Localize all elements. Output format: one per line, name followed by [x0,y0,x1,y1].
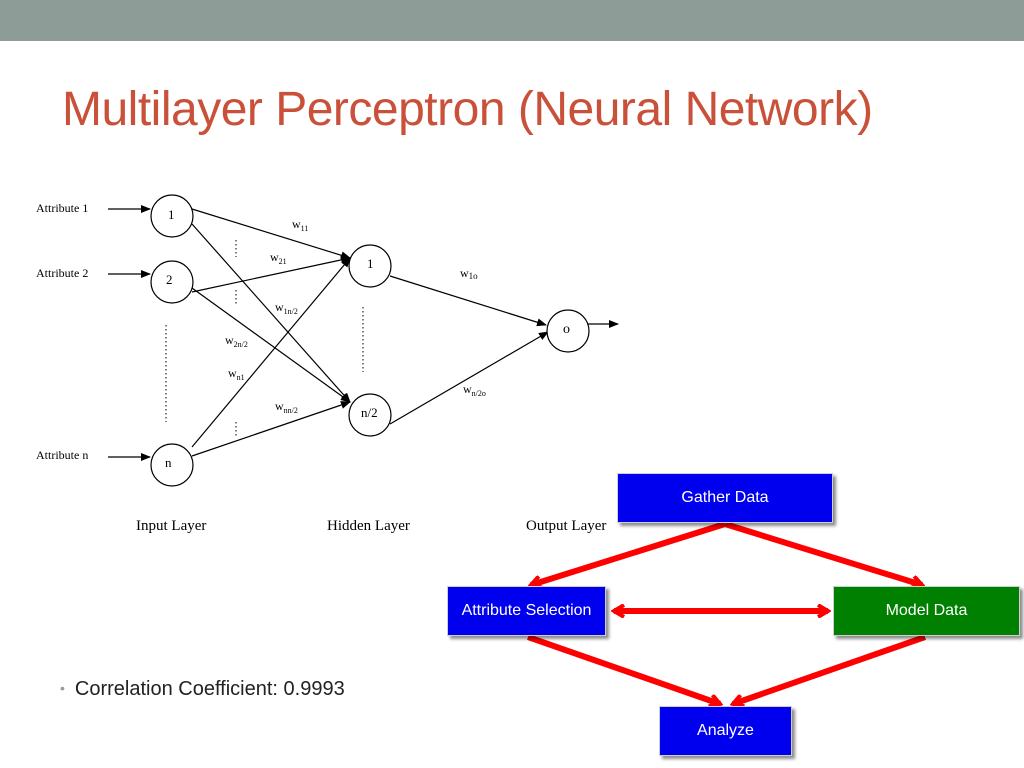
weight-wn1: wn1 [228,366,245,382]
bullet-text: Correlation Coefficient: 0.9993 [74,678,345,700]
weight-w1n2: w1n/2 [275,300,298,316]
weight-wn2o: wn/2o [463,382,486,398]
bullet-dot: • [60,680,65,696]
hidden-node-1-label: 1 [367,256,374,271]
flow-arrow-attr-to-analyze [527,634,720,704]
bullet-item: • Correlation Coefficient: 0.9993 [60,678,345,701]
weight-w1o: w1o [460,266,478,281]
output-node: o [546,309,590,353]
input-node-1: 1 [150,194,194,238]
input-node-n: n [150,443,194,487]
edge-hn2-out [389,331,549,425]
hidden-node-n2-label: n/2 [361,405,378,420]
model-data-box: Model Data [833,586,1020,636]
hidden-node-n2: n/2 [348,393,392,437]
top-bar [0,0,1024,41]
input-node-1-label: 1 [168,207,175,222]
input-node-2-label: 2 [166,272,173,287]
weight-w2n2: w2n/2 [225,333,248,349]
layer-label-hidden: Hidden Layer [327,518,410,534]
edge-in2-h1 [191,255,351,293]
layer-label-output: Output Layer [526,518,606,534]
layer-label-input: Input Layer [136,518,206,534]
weight-w11: w11 [292,217,308,233]
attribute-label-2: Attribute 2 [36,266,88,280]
output-node-label: o [563,322,570,337]
weight-w21: w21 [270,250,287,266]
flow-arrow-model-to-analyze [733,634,926,704]
edge-inn-hn2 [191,401,351,457]
edge-in2-hn2 [191,287,351,403]
edge-in1-hn2 [191,223,351,403]
gather-data-box: Gather Data [617,473,833,523]
attribute-selection-box: Attribute Selection [447,586,606,636]
attribute-label-1: Attribute 1 [36,201,88,215]
edge-h1-out [389,275,547,327]
edge-in1-h1 [191,208,351,260]
weight-wnn2: wnn/2 [275,399,298,415]
input-node-2: 2 [150,260,194,304]
attribute-label-n: Attribute n [36,448,88,462]
hidden-node-1: 1 [348,244,392,288]
flow-arrow-gather-to-attr [531,521,726,585]
input-node-n-label: n [165,455,172,470]
edge-inn-h1 [191,257,351,448]
flow-arrow-gather-to-model [724,521,922,585]
analyze-box: Analyze [659,706,792,756]
slide-title: Multilayer Perceptron (Neural Network) [62,83,873,136]
